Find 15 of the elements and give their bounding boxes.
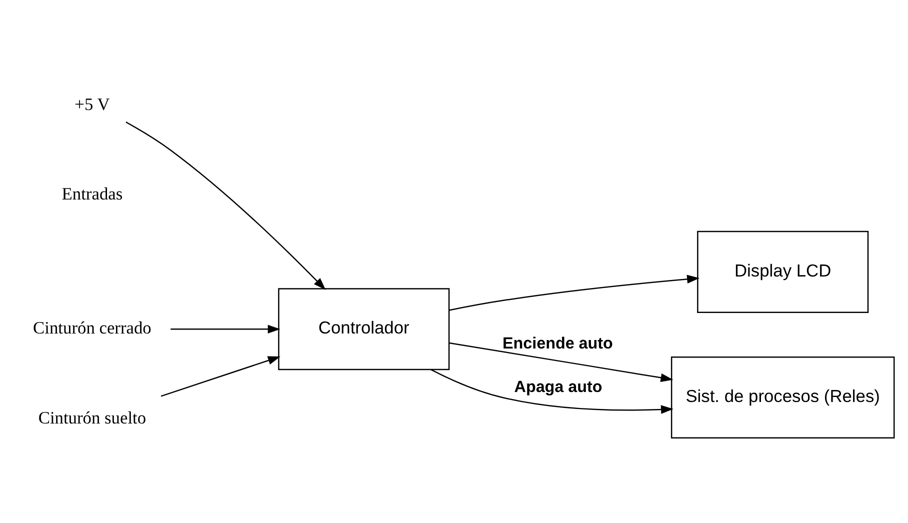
- edge-label: Apaga auto: [514, 377, 602, 396]
- node-box: Display LCD: [697, 230, 869, 312]
- arrow: [449, 342, 674, 382]
- node-box: Sist. de procesos (Reles): [670, 356, 895, 438]
- edge-label: Enciende auto: [502, 334, 613, 352]
- arrow: [126, 121, 326, 290]
- node-box: Controlador: [278, 288, 450, 370]
- node-text: Cinturón cerrado: [33, 317, 152, 338]
- node-text: +5 V: [74, 93, 110, 114]
- arrow: [430, 368, 674, 414]
- arrow: [449, 274, 700, 310]
- arrow: [170, 324, 280, 333]
- arrow: [160, 356, 280, 396]
- label: Entradas: [62, 182, 123, 203]
- node-text: Cinturón suelto: [38, 406, 146, 427]
